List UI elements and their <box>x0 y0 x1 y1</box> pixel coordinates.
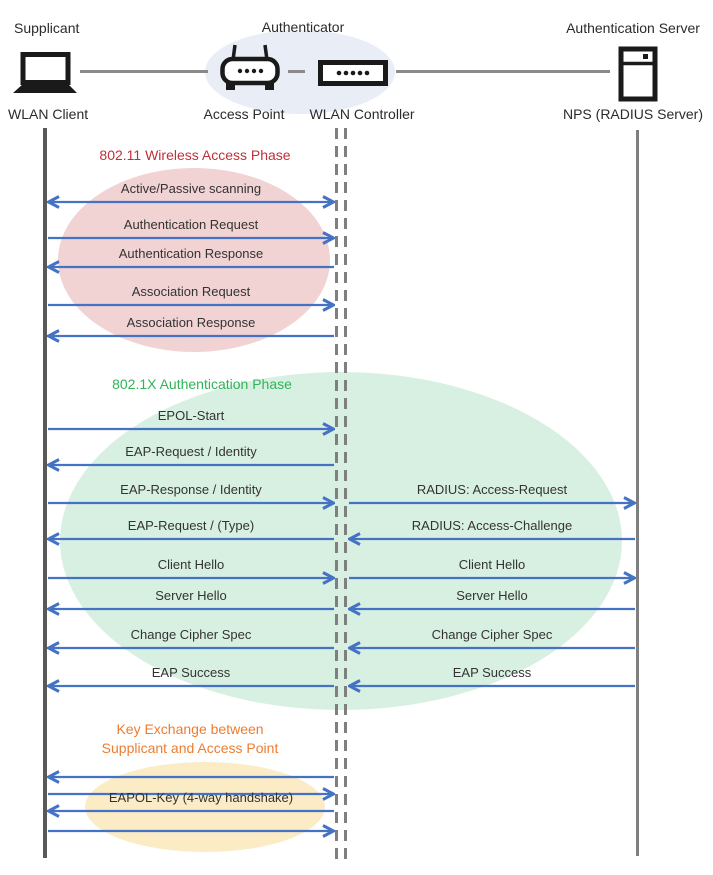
lifeline-wlan-client <box>43 128 47 858</box>
message-arrow <box>346 678 636 694</box>
message-label: EAPOL-Key (4-way handshake) <box>108 790 294 805</box>
message-arrow <box>45 531 335 547</box>
message-arrow <box>348 495 638 511</box>
lifeline-wlan-controller-right <box>344 128 347 862</box>
message-arrow <box>348 570 638 586</box>
message-label: Change Cipher Spec <box>130 627 252 642</box>
message-arrow <box>45 457 335 473</box>
message-arrow <box>47 786 337 802</box>
message-label: Active/Passive scanning <box>120 181 262 196</box>
device-label-access-point: Access Point <box>203 106 285 122</box>
message-arrow <box>346 531 636 547</box>
message-arrow <box>346 601 636 617</box>
phase-title-dot1x-authentication: 802.1X Authentication Phase <box>112 376 292 392</box>
message-label: EPOL-Start <box>157 408 225 423</box>
message-arrow <box>45 769 335 785</box>
message-arrow <box>45 678 335 694</box>
message-label: RADIUS: Access-Challenge <box>411 518 573 533</box>
connector-ap-controller <box>288 70 305 73</box>
message-label: RADIUS: Access-Request <box>416 482 568 497</box>
connector-client-ap <box>80 70 208 73</box>
phase-ellipse-dot1x-authentication <box>60 372 622 710</box>
server-icon <box>618 46 658 107</box>
message-label: Server Hello <box>155 588 227 603</box>
message-arrow <box>47 297 337 313</box>
message-arrow <box>47 823 337 839</box>
wlan-controller-icon <box>318 60 388 91</box>
role-label-supplicant: Supplicant <box>14 20 80 36</box>
message-label: EAP-Response / Identity <box>120 482 262 497</box>
role-label-authentication-server: Authentication Server <box>566 20 700 36</box>
lifeline-nps <box>636 130 639 856</box>
message-label: Association Request <box>131 284 251 299</box>
message-arrow <box>45 194 337 210</box>
message-arrow <box>45 803 335 819</box>
message-arrow <box>45 328 335 344</box>
message-label: Client Hello <box>458 557 526 572</box>
message-arrow <box>47 570 337 586</box>
message-label: EAP Success <box>452 665 532 680</box>
message-label: Authentication Response <box>118 246 264 261</box>
message-arrow <box>47 495 337 511</box>
message-arrow <box>45 259 335 275</box>
device-label-nps: NPS (RADIUS Server) <box>562 106 704 122</box>
message-label: Client Hello <box>157 557 225 572</box>
phase-title-key-exchange: Key Exchange between Supplicant and Acce… <box>101 721 279 756</box>
message-arrow <box>346 640 636 656</box>
message-label: Change Cipher Spec <box>431 627 553 642</box>
access-point-icon <box>220 43 280 97</box>
device-label-wlan-client: WLAN Client <box>8 106 89 122</box>
lifeline-wlan-controller-left <box>335 128 338 862</box>
message-label: Server Hello <box>456 588 528 603</box>
phase-ellipse-wireless-access <box>58 168 330 352</box>
role-label-authenticator: Authenticator <box>261 19 345 35</box>
message-arrow <box>45 640 335 656</box>
message-arrow <box>45 601 335 617</box>
message-label: Authentication Request <box>123 217 259 232</box>
message-arrow <box>47 230 337 246</box>
message-label: EAP-Request / (Type) <box>127 518 255 533</box>
phase-ellipse-key-exchange <box>85 762 325 852</box>
message-arrow <box>47 421 337 437</box>
message-label: EAP-Request / Identity <box>125 444 257 459</box>
phase-title-wireless-access: 802.11 Wireless Access Phase <box>99 147 291 163</box>
connector-controller-server <box>396 70 610 73</box>
message-label: EAP Success <box>151 665 231 680</box>
laptop-icon <box>12 51 78 100</box>
device-label-wlan-controller: WLAN Controller <box>309 106 415 122</box>
message-label: Association Response <box>126 315 256 330</box>
